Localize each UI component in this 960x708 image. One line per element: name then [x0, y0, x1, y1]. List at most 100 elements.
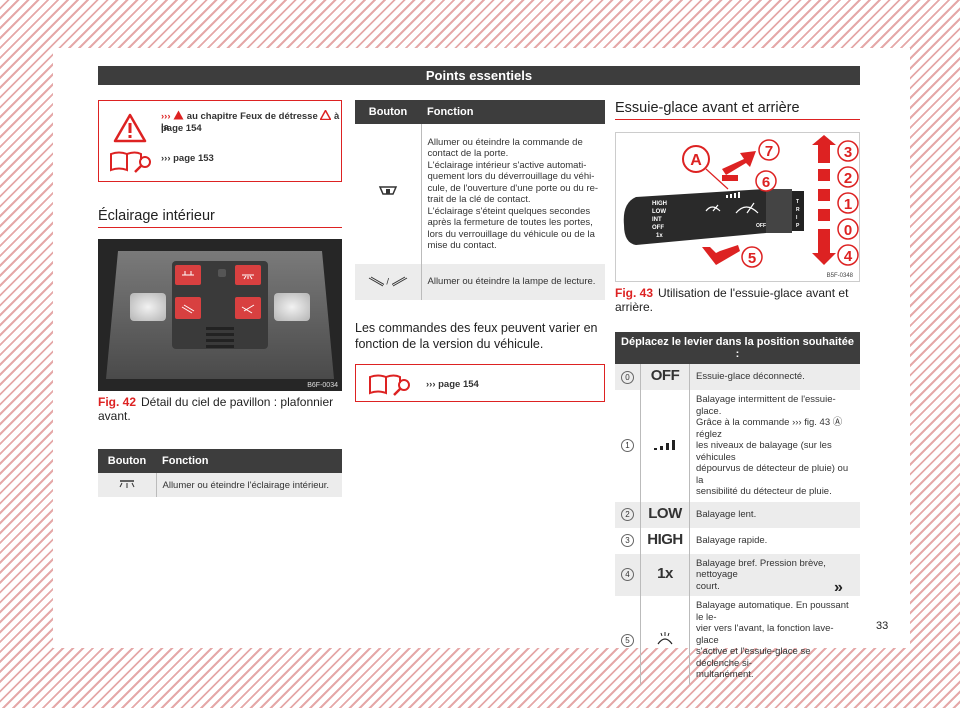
separator: /: [386, 276, 390, 288]
door-light-table: Bouton Fonction Allumer ou éteindre la c…: [355, 100, 605, 300]
fig-42-text-2: avant.: [98, 409, 131, 423]
ceiling-console-illustration: [98, 239, 342, 391]
variation-note: Les commandes des feux peuvent varier en…: [355, 321, 598, 351]
fig-42-caption: Fig. 42 Détail du ciel de pavillon : plaf…: [98, 395, 342, 423]
fig-43-number: Fig. 43: [615, 286, 654, 300]
interior-lighting-title: Éclairage intérieur: [98, 208, 342, 228]
high-symbol: HIGH: [647, 530, 683, 548]
table-row: 2 LOW Balayage lent.: [615, 501, 860, 528]
col-button-header: Bouton: [98, 449, 156, 473]
middle-ref-box: ››› page 154: [355, 364, 605, 402]
wiper-lever-illustration: HIGH LOW INT OFF 1x OK/RESET OFF T R I P: [623, 135, 859, 268]
warning-text[interactable]: au chapitre Feux de détresse: [186, 111, 318, 122]
position-number: 0: [621, 370, 634, 384]
book-ref-text: ››› page 153: [161, 153, 214, 164]
wiper-lever-diagram: HIGH LOW INT OFF 1x OK/RESET OFF T R I P: [615, 132, 860, 282]
position-label-3: 3: [844, 144, 852, 161]
position-label-5: 5: [748, 250, 756, 267]
table-row: 5 Balayage automatique. En poussant le l…: [615, 596, 860, 685]
off-symbol: OFF: [650, 367, 680, 385]
small-hazard-icon: [319, 108, 333, 121]
wiper-title: Essuie-glace avant et arrière: [615, 100, 860, 120]
reading-lamp-right-icon: [390, 276, 407, 287]
small-warning-icon: [173, 110, 184, 120]
interval-bars-icon: [654, 440, 675, 450]
lever-1x-label: 1x: [656, 233, 663, 239]
low-symbol: LOW: [648, 504, 682, 522]
lever-high-label: HIGH: [652, 201, 667, 207]
notes-box: ››› au chapitre Feux de détresse à la pa…: [98, 100, 342, 182]
warning-note: ››› au chapitre Feux de détresse à la: [161, 108, 341, 133]
warning-suffix: à la: [161, 111, 340, 133]
fig-43-caption: Fig. 43 Utilisation de l'essuie-glace ava…: [615, 286, 860, 314]
position-label-4: 4: [844, 248, 853, 265]
washer-spray-icon: [657, 631, 673, 644]
lever-off-label: OFF: [652, 225, 664, 231]
position-number: 5: [621, 633, 634, 647]
door-contact-text: Allumer ou éteindre la commande de conta…: [427, 136, 599, 252]
col-function-header: Fonction: [421, 100, 605, 124]
left-column: ››› au chapitre Feux de détresse à la pa…: [98, 100, 342, 497]
table-row: Allumer ou éteindre l'éclairage intérieu…: [98, 473, 342, 497]
door-contact-icon: [355, 124, 422, 264]
reading-lamp-icons: /: [355, 264, 422, 300]
table-row: 1 Balayage intermittent de l'essuie-glac…: [615, 390, 860, 502]
table-row: 4 1x Balayage bref. Pression brève, nett…: [615, 553, 860, 596]
wiper-position-table: Déplacez le levier dans la position souh…: [615, 332, 860, 685]
fig-42-number: Fig. 42: [98, 395, 137, 409]
book-magnifier-icon: [369, 374, 410, 396]
book-magnifier-icon: [110, 151, 151, 173]
fig-43-text: Utilisation de l'essuie-glace avant et: [658, 286, 849, 300]
position-number: 2: [621, 508, 634, 521]
position-label-1: 1: [844, 196, 852, 213]
single-wipe-symbol: 1x: [657, 565, 673, 582]
lever-trip-p: P: [796, 223, 800, 229]
position-desc: Balayage rapide.: [696, 534, 768, 546]
lever-int-label: INT: [652, 217, 662, 223]
dome-light-icon: [98, 473, 157, 497]
position-desc: Essuie-glace déconnecté.: [689, 364, 860, 390]
position-desc: Balayage intermittent de l'essuie-glace.…: [696, 394, 849, 497]
position-label-a: A: [690, 152, 702, 169]
position-desc: Balayage lent.: [689, 501, 860, 528]
lever-offsmall-label: OFF: [756, 223, 766, 229]
position-label-2: 2: [844, 170, 852, 187]
col-button-header: Bouton: [355, 100, 421, 124]
position-label-6: 6: [762, 174, 770, 191]
ceiling-console-photo: B6F-0034: [98, 239, 342, 391]
position-desc: Balayage bref. Pression brève, nettoyage…: [689, 553, 860, 596]
photo-code: B5F-0348: [826, 273, 853, 279]
wiper-table-header: Déplacez le levier dans la position souh…: [615, 332, 860, 364]
photo-code: B6F-0034: [307, 382, 338, 389]
reading-lamp-text: Allumer ou éteindre la lampe de lecture.: [421, 264, 605, 300]
table-row: 0 OFF Essuie-glace déconnecté.: [615, 364, 860, 390]
middle-column: Bouton Fonction Allumer ou éteindre la c…: [355, 100, 605, 402]
lever-trip-i: I: [796, 215, 798, 221]
table-row: Allumer ou éteindre la commande de conta…: [355, 124, 605, 264]
continue-marker: »: [834, 579, 843, 596]
arrow-marker: ›››: [161, 111, 171, 122]
warning-page-ref[interactable]: page 154: [161, 123, 202, 134]
interior-button-table: Bouton Fonction Allumer ou éteindre l'éc…: [98, 449, 342, 497]
position-number: 1: [621, 439, 634, 453]
page-number: 33: [876, 620, 889, 632]
page-header: Points essentiels: [98, 66, 860, 85]
col-function-header: Fonction: [156, 449, 342, 473]
position-number: 3: [621, 534, 634, 547]
book-ref-link[interactable]: ››› page 153: [161, 153, 214, 164]
reading-lamp-left-icon: [368, 276, 386, 287]
right-column: Essuie-glace avant et arrière HIGH LOW I…: [615, 100, 860, 685]
position-label-7: 7: [765, 143, 773, 160]
table-row: 3 HIGH Balayage rapide.: [615, 527, 860, 554]
lever-trip-r: R: [796, 207, 800, 213]
fig-43-text-2: arrière.: [615, 300, 654, 314]
position-label-0: 0: [844, 222, 852, 239]
position-desc: Balayage automatique. En poussant le le-…: [696, 600, 849, 680]
book-ref-link[interactable]: ››› page 154: [426, 379, 479, 390]
table-row: / Allumer ou éteindre la lampe de lectur…: [355, 264, 605, 300]
fig-42-text: Détail du ciel de pavillon : plafonnier: [141, 395, 334, 409]
lever-okreset-label: OK/RESET: [720, 241, 751, 247]
position-number: 4: [621, 568, 634, 582]
interior-row-text: Allumer ou éteindre l'éclairage intérieu…: [156, 473, 342, 497]
lever-trip-t: T: [796, 199, 799, 205]
